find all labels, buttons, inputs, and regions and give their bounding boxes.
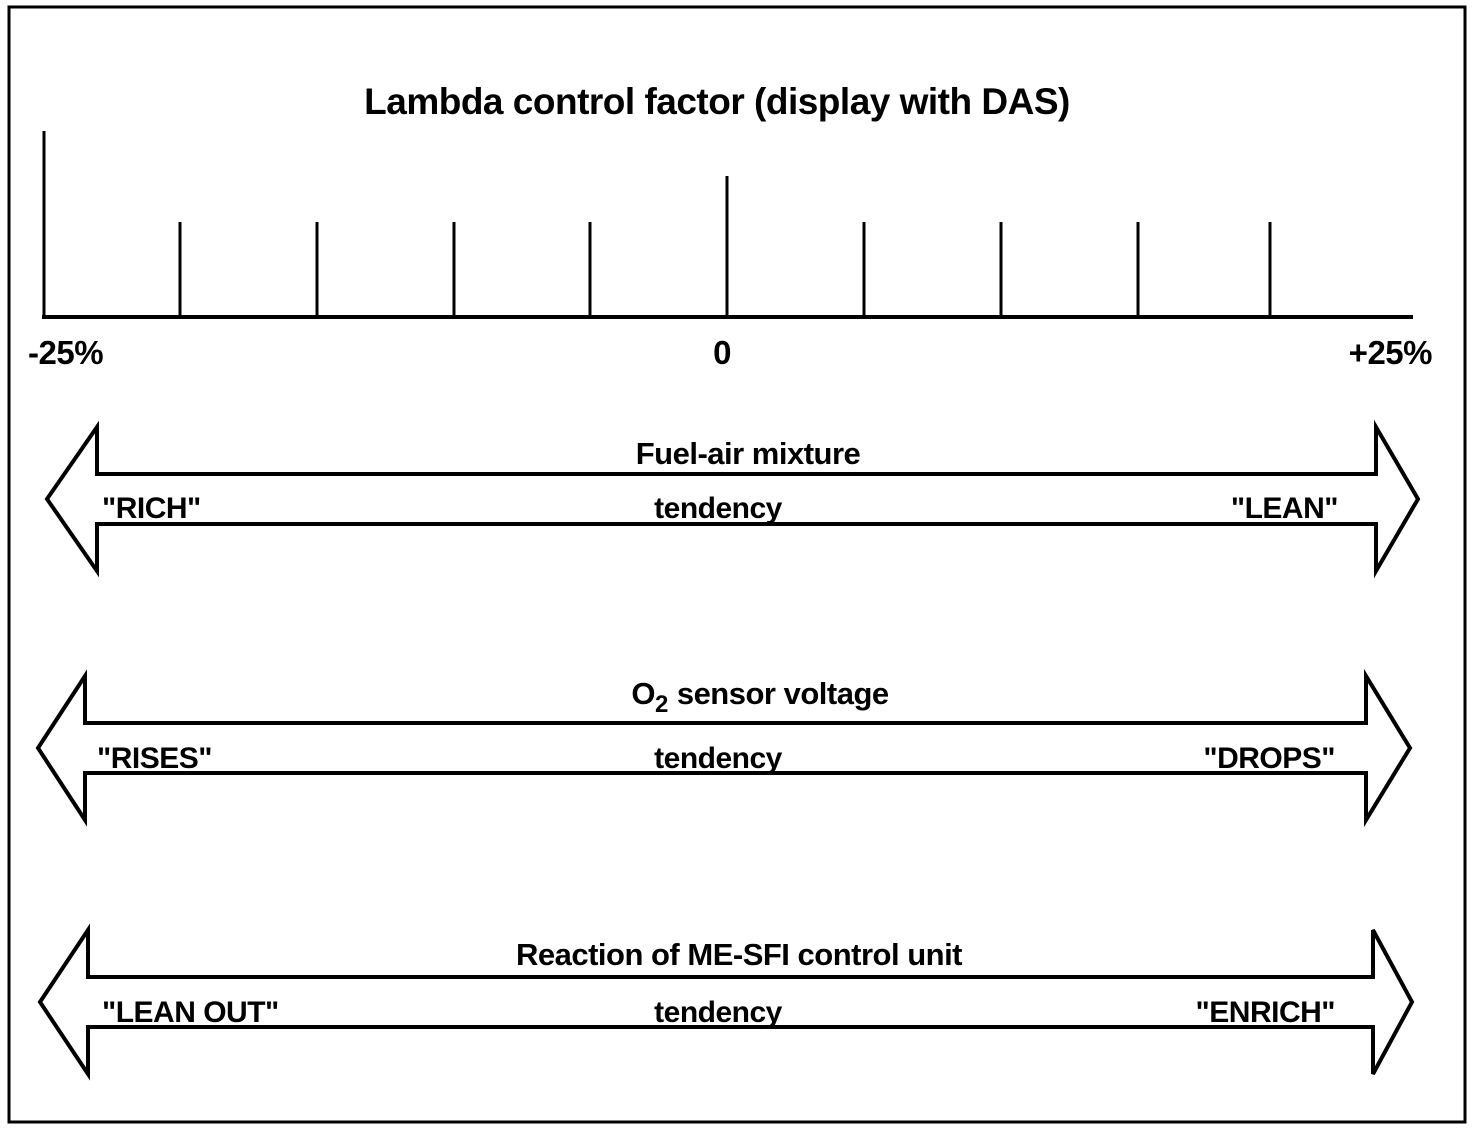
double-arrow-icon — [37, 923, 1415, 1081]
outer-border — [7, 5, 1467, 1124]
lambda-scale: -25% 0 +25% — [28, 131, 1433, 371]
scale-label-zero: 0 — [713, 334, 731, 371]
double-arrow-icon — [44, 419, 1421, 579]
arrow-label-drops: "DROPS" — [1203, 742, 1335, 775]
arrow-fuel-air-mixture: Fuel-air mixture "RICH" tendency "LEAN" — [44, 419, 1421, 579]
scale-label-minus25: -25% — [28, 334, 103, 371]
arrow-mesfi-reaction: Reaction of ME-SFI control unit "LEAN OU… — [37, 923, 1415, 1081]
arrow-title-o2-sensor: O2 sensor voltage — [631, 676, 889, 718]
scale-label-plus25: +25% — [1349, 334, 1432, 371]
arrow-label-tendency: tendency — [654, 996, 783, 1029]
arrow-label-enrich: "ENRICH" — [1196, 996, 1335, 1029]
arrow-label-rich: "RICH" — [102, 492, 201, 525]
double-arrow-icon — [35, 668, 1413, 828]
arrow-title-mesfi: Reaction of ME-SFI control unit — [516, 937, 962, 972]
o2-subscript: 2 — [655, 691, 668, 718]
arrow-label-tendency: tendency — [654, 742, 783, 775]
o2-title-rest: sensor voltage — [677, 676, 889, 711]
arrow-label-lean-out: "LEAN OUT" — [102, 996, 279, 1029]
o2-letter: O — [631, 676, 655, 711]
arrow-label-lean: "LEAN" — [1231, 492, 1338, 525]
arrow-o2-sensor-voltage: O2 sensor voltage "RISES" tendency "DROPS… — [35, 668, 1413, 828]
arrow-label-rises: "RISES" — [97, 742, 212, 775]
figure-title: Lambda control factor (display with DAS) — [364, 81, 1070, 122]
arrow-label-tendency: tendency — [654, 492, 783, 525]
arrow-title-fuel-air: Fuel-air mixture — [636, 436, 861, 471]
